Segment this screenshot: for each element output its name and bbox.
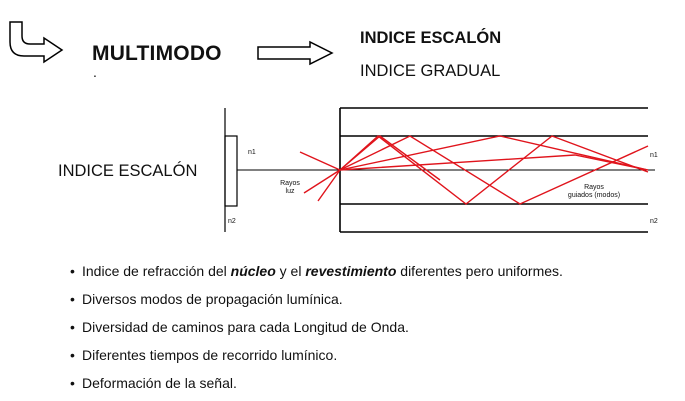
n1-right-label: n1 [650,152,658,159]
n1-left-label: n1 [248,149,256,156]
bullet-item: • Deformación de la señal. [70,373,563,401]
bullet-marker: • [70,291,75,307]
bullet-item: • Diversos modos de propagación lumínica. [70,289,563,317]
incident-rays [299,151,341,202]
stray-dot: . [93,64,97,80]
bullet-marker: • [70,347,75,363]
n2-left-label: n2 [228,218,236,225]
bullet-text-part1: Indice de refracción del [82,263,231,279]
step-index-heading: INDICE ESCALÓN [360,29,502,47]
mode-title: MULTIMODO [92,42,222,65]
guided-rays-label-line2: guiados (modos) [567,192,621,199]
light-rays-label-line1: Rayos [280,180,300,187]
guided-rays-label: Rayos guiados (modos) [566,184,622,200]
fiber-body [339,107,648,233]
diagram-label: INDICE ESCALÓN [58,162,198,180]
bullet-marker: • [70,319,75,335]
n2-right-label: n2 [650,218,658,225]
guided-rays [339,135,649,205]
bullet-emphasis-cladding: revestimiento [305,263,397,279]
fiber-entry-face [224,108,238,232]
light-rays-label: Rayos luz [279,180,301,196]
curved-arrow-icon [9,21,64,64]
bullet-marker: • [70,263,75,279]
right-arrow-icon [257,40,334,66]
bullet-text-part2: y el [275,263,306,279]
bullet-emphasis-core: núcleo [230,263,276,279]
bullet-item: • Diferentes tiempos de recorrido lumínic… [70,345,563,373]
guided-rays-label-line1: Rayos [584,184,604,191]
light-rays-label-line2: luz [285,188,295,195]
bullet-item: • Diversidad de caminos para cada Longitu… [70,317,563,345]
bullet-text: Diferentes tiempos de recorrido lumínico… [82,347,338,363]
bullet-text-part3: diferentes pero uniformes. [396,263,563,279]
bullet-text: Deformación de la señal. [82,375,237,391]
bullet-text: Diversos modos de propagación lumínica. [82,291,343,307]
bullet-text: Diversidad de caminos para cada Longitud… [82,319,409,335]
bullet-item: • Indice de refracción del núcleo y el re… [70,261,563,289]
bullet-list: • Indice de refracción del núcleo y el re… [70,261,563,401]
bullet-marker: • [70,375,75,391]
graded-index-heading: INDICE GRADUAL [360,62,501,80]
